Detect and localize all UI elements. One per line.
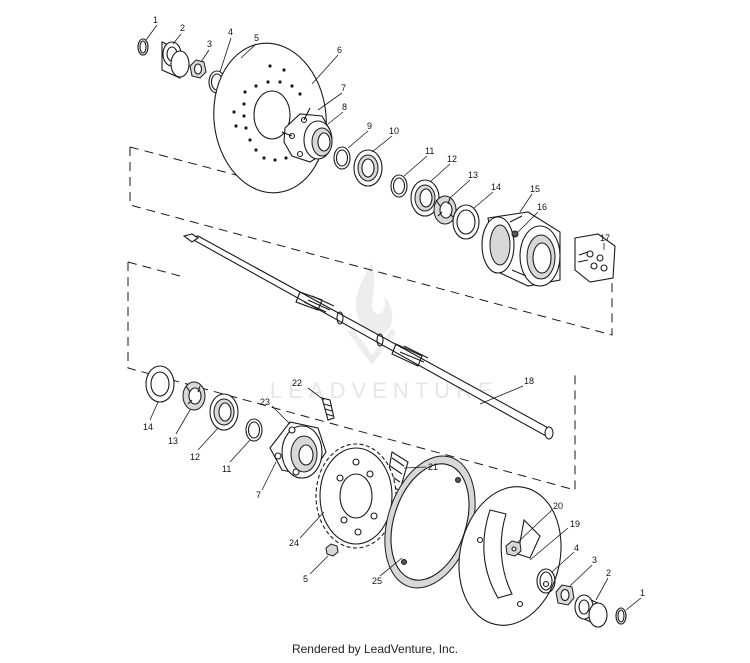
nut-20 bbox=[505, 540, 522, 557]
callout-20: 20 bbox=[553, 501, 563, 511]
washer-lower bbox=[536, 568, 556, 594]
callout-3: 3 bbox=[207, 39, 212, 49]
stud-22 bbox=[321, 397, 335, 421]
bearing-carrier-15 bbox=[481, 211, 561, 287]
roller-bearing-13-lower bbox=[182, 381, 206, 411]
ring-11 bbox=[390, 174, 408, 198]
callout-9: 9 bbox=[367, 121, 372, 131]
seal-9 bbox=[333, 146, 351, 170]
snap-ring-lower bbox=[615, 607, 627, 625]
sprocket-hub-lower bbox=[269, 421, 327, 479]
bearing-cup-14-lower bbox=[145, 365, 175, 403]
callout-10: 10 bbox=[389, 126, 399, 136]
callout-12-lower: 12 bbox=[190, 452, 200, 462]
callout-14: 14 bbox=[491, 182, 501, 192]
callout-2-lower: 2 bbox=[606, 568, 611, 578]
callout-17: 17 bbox=[600, 233, 610, 243]
callout-5-lower: 5 bbox=[303, 574, 308, 584]
spacer-sleeve-top bbox=[161, 41, 190, 79]
callout-4: 4 bbox=[228, 27, 233, 37]
callout-1-lower: 1 bbox=[640, 588, 645, 598]
callout-12: 12 bbox=[447, 154, 457, 164]
bearing-cup-12 bbox=[410, 179, 440, 217]
credit-text: Rendered by LeadVenture, Inc. bbox=[291, 642, 459, 656]
callout-25: 25 bbox=[372, 576, 382, 586]
callout-21: 21 bbox=[428, 462, 438, 472]
snap-ring-top bbox=[137, 38, 149, 56]
callout-11-lower: 11 bbox=[222, 464, 231, 474]
callout-8: 8 bbox=[342, 102, 347, 112]
callout-14-lower: 14 bbox=[143, 422, 153, 432]
leader-lines bbox=[145, 24, 642, 611]
axle-nut-top bbox=[189, 59, 207, 79]
callout-13-lower: 13 bbox=[168, 436, 178, 446]
callout-3-lower: 3 bbox=[592, 555, 597, 565]
callout-7-lower: 7 bbox=[256, 490, 261, 500]
callout-22: 22 bbox=[292, 378, 302, 388]
callout-2: 2 bbox=[180, 23, 185, 33]
callout-6: 6 bbox=[337, 45, 342, 55]
callout-5: 5 bbox=[254, 33, 259, 43]
callout-7: 7 bbox=[341, 83, 346, 93]
rear-axle-18 bbox=[182, 233, 554, 440]
bearing-cup-12-lower bbox=[209, 393, 239, 431]
wheel-hub-top bbox=[281, 107, 333, 163]
sprocket-24 bbox=[315, 443, 397, 549]
callout-24: 24 bbox=[289, 538, 299, 548]
callout-19: 19 bbox=[570, 519, 580, 529]
callout-1: 1 bbox=[153, 15, 158, 25]
bearing-race-10 bbox=[353, 149, 383, 187]
callout-13: 13 bbox=[468, 170, 478, 180]
callout-18: 18 bbox=[524, 376, 534, 386]
callout-15: 15 bbox=[530, 184, 540, 194]
callout-4-lower: 4 bbox=[574, 543, 579, 553]
axle-nut-lower bbox=[555, 584, 575, 606]
roller-bearing-13 bbox=[433, 195, 457, 225]
bolt-hole-16 bbox=[511, 230, 519, 238]
callout-11: 11 bbox=[425, 146, 434, 156]
sprocket-guard-25 bbox=[384, 455, 476, 589]
callout-labels: 1 2 3 4 5 6 7 8 9 10 11 12 13 14 15 16 1… bbox=[143, 15, 645, 598]
bearing-cup-14 bbox=[452, 204, 480, 240]
callout-23: 23 bbox=[260, 397, 270, 407]
hardware-kit-17 bbox=[574, 233, 616, 283]
ring-11-lower bbox=[245, 418, 263, 442]
alignment-lines bbox=[127, 146, 613, 491]
callout-16: 16 bbox=[537, 202, 547, 212]
lug-nut-lower bbox=[325, 543, 339, 557]
spacer-sleeve-lower bbox=[574, 594, 608, 628]
